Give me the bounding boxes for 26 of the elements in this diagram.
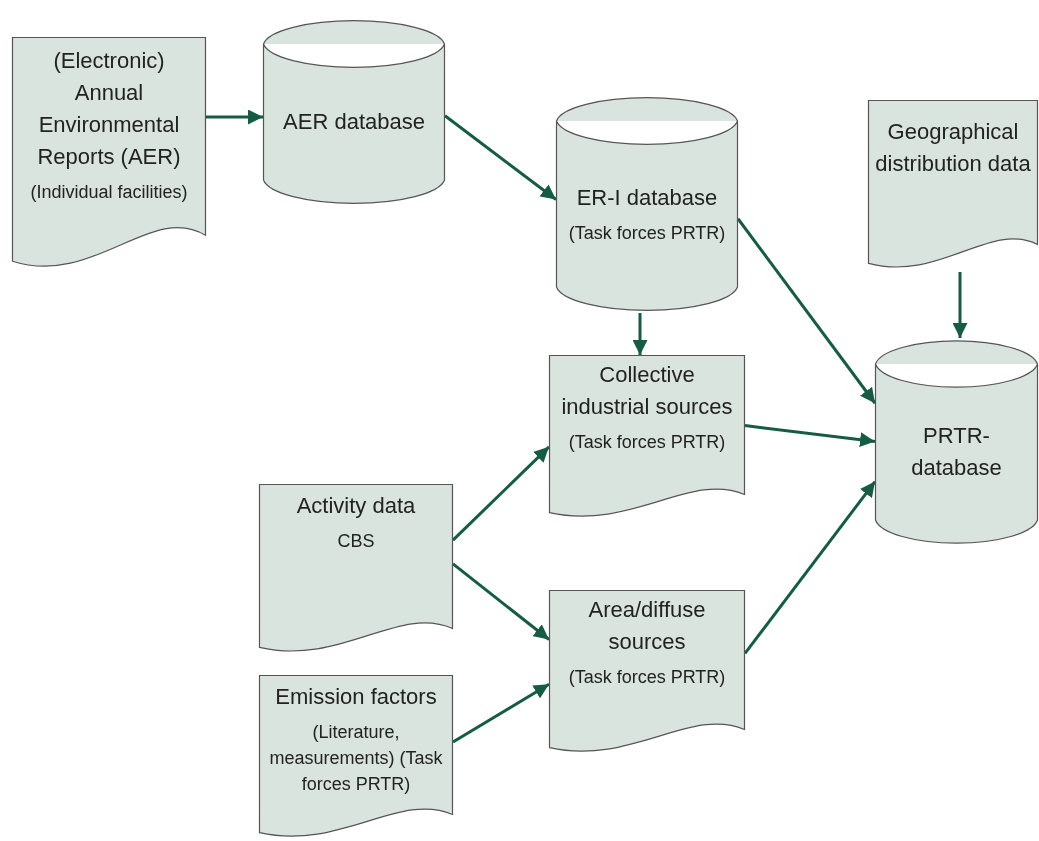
arrow	[452, 682, 550, 744]
node-title: Activity data	[296, 492, 416, 520]
database-cylinder	[556, 95, 738, 313]
node-subtitle: (Task forces PRTR)	[568, 431, 726, 454]
node-subtitle: (Literature, measurements) (Task forces PRTR)	[268, 721, 444, 796]
node-title: Geographical distribution data	[874, 118, 1032, 178]
node-title: PRTR- database	[910, 422, 1003, 482]
node-title: Emission factors	[275, 683, 437, 711]
node-subtitle: CBS	[337, 530, 375, 553]
arrow	[744, 424, 876, 448]
arrow	[952, 272, 968, 338]
arrow	[736, 217, 877, 405]
node-title: AER database	[283, 108, 425, 136]
arrow	[632, 313, 648, 355]
node-subtitle: (Task forces PRTR)	[568, 222, 726, 245]
arrow	[452, 562, 550, 641]
node-title: Area/diffuse sources	[587, 596, 707, 656]
node-title: Collective industrial sources	[560, 361, 734, 421]
database-cylinder	[263, 18, 445, 206]
node-subtitle: (Individual facilities)	[30, 181, 188, 204]
database-cylinder	[875, 338, 1038, 546]
node-title: ER-I database	[576, 184, 718, 212]
arrow	[444, 114, 557, 201]
node-subtitle: (Task forces PRTR)	[568, 666, 726, 689]
node-title: (Electronic) Annual Environmental Reports (AER)	[36, 47, 182, 171]
arrow	[206, 109, 263, 125]
